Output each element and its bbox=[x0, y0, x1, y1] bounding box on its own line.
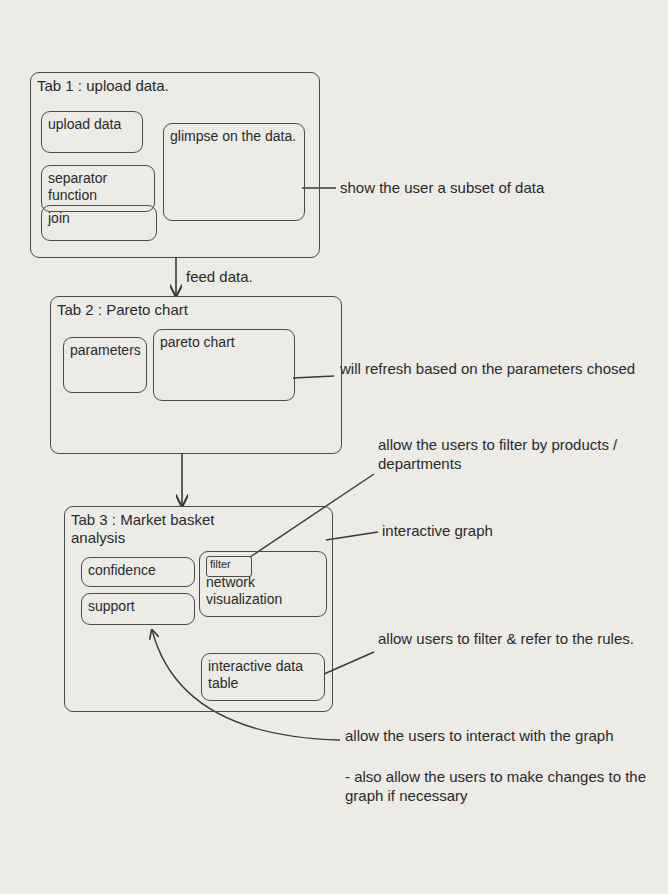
annotation-note: allow the users to interact with the gra… bbox=[345, 727, 657, 746]
box-label: upload data bbox=[42, 112, 142, 137]
chart-box: pareto chart bbox=[153, 329, 295, 401]
flow-arrow bbox=[175, 258, 177, 296]
table-box: interactive data table bbox=[201, 653, 325, 701]
box-label: filter bbox=[207, 557, 251, 572]
tab-panel: Tab 2 : Pareto chart parameters pareto cha… bbox=[50, 296, 342, 454]
leader-line bbox=[302, 187, 336, 188]
leader-line bbox=[324, 652, 374, 674]
tab-heading: Tab 2 : Pareto chart bbox=[51, 297, 341, 323]
annotation-note: interactive graph bbox=[382, 522, 652, 541]
leader-line bbox=[250, 474, 374, 557]
annotation-note: show the user a subset of data bbox=[340, 179, 660, 198]
box-label: interactive data table bbox=[202, 654, 324, 696]
annotation-note: allow users to filter & refer to the rul… bbox=[378, 630, 660, 649]
box-label: confidence bbox=[82, 558, 194, 583]
parameters-box: parameters bbox=[63, 337, 147, 393]
leader-line bbox=[326, 532, 378, 540]
tab-panel: Tab 1 : upload data. upload data separator… bbox=[30, 72, 320, 258]
box-label: parameters bbox=[64, 338, 146, 363]
box-label: separator function bbox=[42, 166, 154, 208]
upload-box: upload data bbox=[41, 111, 143, 153]
tab-heading: Tab 3 : Market basket analysis bbox=[65, 507, 247, 551]
tab-panel: Tab 3 : Market basket analysis confidence… bbox=[64, 506, 333, 712]
edge-label: feed data. bbox=[184, 268, 255, 285]
box-label: glimpse on the data. bbox=[164, 124, 304, 149]
leader-line bbox=[293, 376, 334, 378]
join-box: join bbox=[41, 205, 157, 241]
annotation-note: - also allow the users to make changes t… bbox=[345, 768, 657, 806]
annotation-note: will refresh based on the parameters cho… bbox=[340, 360, 650, 379]
tab-heading: Tab 1 : upload data. bbox=[31, 73, 319, 99]
box-label: pareto chart bbox=[154, 330, 294, 355]
box-label: join bbox=[42, 206, 156, 231]
filter-box: filter bbox=[206, 556, 252, 577]
network-box: network visualizationfilter bbox=[199, 551, 327, 617]
flow-arrow bbox=[181, 454, 183, 506]
pointer-arrow bbox=[152, 630, 340, 740]
confidence-box: confidence bbox=[81, 557, 195, 587]
preview-box: glimpse on the data. bbox=[163, 123, 305, 221]
annotation-note: allow the users to filter by products / … bbox=[378, 436, 660, 474]
support-box: support bbox=[81, 593, 195, 625]
box-label: support bbox=[82, 594, 194, 619]
